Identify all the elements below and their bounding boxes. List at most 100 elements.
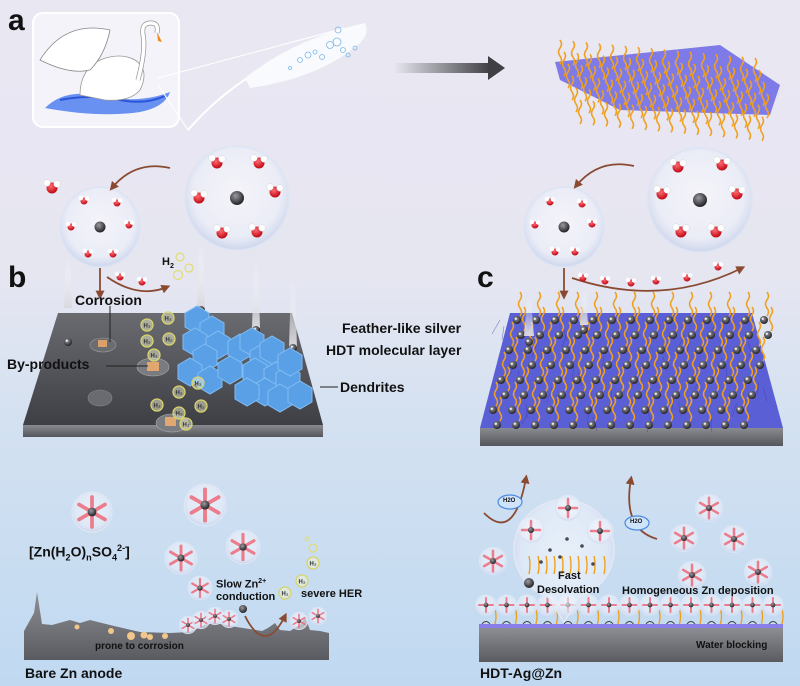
silver-atom <box>527 406 535 414</box>
hdt-chain <box>557 39 563 65</box>
silver-atom <box>593 331 601 339</box>
adsorbed-complex <box>495 593 518 617</box>
silver-atom <box>641 406 649 414</box>
adsorbed-complex <box>638 593 662 617</box>
slow-conduction-label: Slow Zn2+conduction <box>216 577 276 603</box>
silver-atom <box>717 406 725 414</box>
her-h2-bubbles <box>278 536 320 600</box>
hdt-chain <box>678 609 682 625</box>
panel-label-c: c <box>477 261 494 294</box>
silver-atom <box>687 376 695 384</box>
silver-atom <box>555 331 563 339</box>
hdt-chain <box>740 609 743 625</box>
silver-atom <box>536 331 544 339</box>
silver-atom <box>714 346 722 354</box>
silver-atom <box>752 346 760 354</box>
silver-atom <box>615 391 623 399</box>
swan-inset <box>32 12 180 128</box>
complex-formula: [Zn(H2O)nSO42-] <box>29 543 130 563</box>
panel-label-a: a <box>8 4 25 37</box>
hdt-chain <box>514 609 518 625</box>
silver-atom <box>664 421 672 429</box>
ag-bond <box>543 621 552 625</box>
silver-atom <box>531 421 539 429</box>
hdt-chain <box>603 101 609 128</box>
feather-strand <box>731 402 738 418</box>
silver-atom <box>550 421 558 429</box>
zn-ion-spikes-b <box>64 245 297 352</box>
silver-atom <box>733 346 741 354</box>
ag-bond <box>563 621 573 625</box>
silver-atom <box>657 346 665 354</box>
leader-lines-b <box>106 306 338 388</box>
silver-atom <box>668 376 676 384</box>
adsorbed-complex <box>597 593 621 617</box>
hdt-chain <box>719 609 723 625</box>
silver-atom <box>744 376 752 384</box>
zn-ion-spike <box>524 300 534 336</box>
silver-atom <box>565 406 573 414</box>
severe-her-label: severe HER <box>301 588 363 600</box>
silver-atom <box>570 316 578 324</box>
ag-bond <box>604 621 614 625</box>
h2o-badge-2: H2O <box>630 519 643 525</box>
silver-atom <box>660 406 668 414</box>
adsorbed-complex <box>577 593 600 617</box>
reaction-arrows-c <box>559 163 746 300</box>
h2-bubbles-top <box>172 252 194 281</box>
adsorbed-complex <box>515 593 539 617</box>
feather-strand <box>671 395 675 411</box>
ag-bond <box>748 621 757 625</box>
zn-ion <box>580 326 588 334</box>
silver-atom <box>748 391 756 399</box>
hdt-chain <box>593 291 599 317</box>
feather-strand <box>746 347 753 363</box>
adsorbed-complex <box>761 593 785 617</box>
hdt-chain <box>699 609 702 625</box>
hdt-chain <box>745 291 751 317</box>
ag-bond <box>727 621 737 625</box>
h2o-badge-1: H2O <box>503 498 516 504</box>
silver-atom <box>611 376 619 384</box>
silver-atom <box>710 391 718 399</box>
hdt-chain <box>577 99 583 125</box>
desolvation-label: Desolvation <box>537 584 600 596</box>
silver-atom <box>649 376 657 384</box>
feather-strand <box>756 380 760 396</box>
hdt-chain <box>707 291 713 317</box>
silver-atom <box>622 406 630 414</box>
hdt-chain <box>694 110 700 136</box>
zn-ion-left <box>239 605 247 613</box>
silver-atom <box>551 316 559 324</box>
silver-atom <box>554 376 562 384</box>
feather-strand <box>546 387 553 403</box>
adsorbed-complex <box>741 593 764 617</box>
silver-atom <box>516 376 524 384</box>
hdt-ag-zn-caption: HDT-Ag@Zn <box>480 665 563 681</box>
silver-atom <box>604 361 612 369</box>
hydrated-zn-ion-large-c <box>647 147 753 253</box>
silver-atom <box>741 316 749 324</box>
silver-atom <box>493 421 501 429</box>
silver-atom <box>764 331 772 339</box>
silver-atom <box>630 376 638 384</box>
silver-atom <box>546 406 554 414</box>
adsorbed-complex <box>659 593 682 617</box>
hdt-chain <box>573 87 579 113</box>
hdt-chain <box>746 114 752 141</box>
silver-atom <box>672 391 680 399</box>
hdt-chain <box>733 113 739 140</box>
silver-atom <box>619 346 627 354</box>
hydrated-zn-ion-small-b <box>59 186 141 268</box>
hdt-chain <box>574 291 580 317</box>
corrosion-label: Corrosion <box>75 292 142 308</box>
panel-label-b: b <box>8 261 27 294</box>
hydrated-zn-ion-small-c <box>523 186 605 268</box>
silver-atom <box>562 346 570 354</box>
silver-atom <box>718 361 726 369</box>
corrosion-deposits <box>74 624 168 640</box>
silver-atom <box>539 391 547 399</box>
silver-atom <box>505 346 513 354</box>
